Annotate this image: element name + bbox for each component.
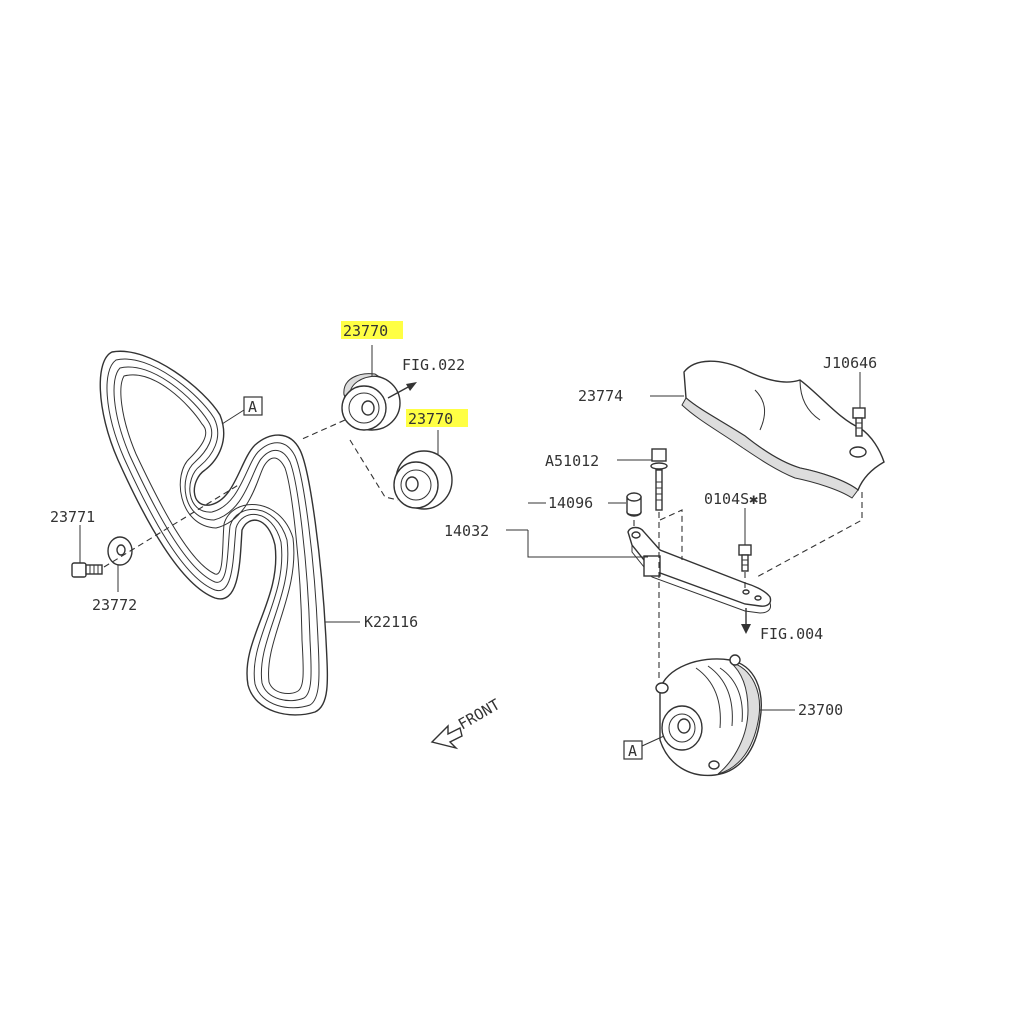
label-23770-bottom[interactable]: 23770 bbox=[408, 410, 453, 428]
label-14096[interactable]: 14096 bbox=[548, 494, 593, 512]
bolt-23771[interactable] bbox=[71, 562, 103, 578]
idler-pulley-lower[interactable] bbox=[393, 450, 453, 510]
label-23772[interactable]: 23772 bbox=[92, 596, 137, 614]
label-j10646[interactable]: J10646 bbox=[823, 354, 877, 372]
label-14032[interactable]: 14032 bbox=[444, 522, 489, 540]
label-front: FRONT bbox=[455, 695, 503, 733]
highlight-23770-top bbox=[341, 321, 403, 339]
reference-a-bottom-label: A bbox=[628, 742, 637, 760]
front-direction-arrow: FRONT bbox=[430, 695, 503, 750]
label-23770-top[interactable]: 23770 bbox=[343, 322, 388, 340]
washer-23772[interactable] bbox=[107, 536, 133, 566]
idler-pulley-upper[interactable] bbox=[341, 373, 401, 431]
belt-cover-23774[interactable] bbox=[681, 360, 885, 499]
serpentine-belt[interactable] bbox=[99, 350, 329, 716]
reference-a-top-label: A bbox=[248, 398, 257, 416]
reference-a-bottom: A bbox=[623, 735, 665, 760]
label-0104sb[interactable]: 0104S✱B bbox=[704, 490, 767, 508]
alternator-23700[interactable] bbox=[655, 654, 762, 777]
label-23771[interactable]: 23771 bbox=[50, 508, 95, 526]
label-23774[interactable]: 23774 bbox=[578, 387, 623, 405]
label-a51012[interactable]: A51012 bbox=[545, 452, 599, 470]
label-k22116[interactable]: K22116 bbox=[364, 613, 418, 631]
highlight-23770-bottom bbox=[406, 409, 468, 427]
label-23700[interactable]: 23700 bbox=[798, 701, 843, 719]
bracket-14032[interactable] bbox=[627, 526, 772, 614]
label-fig-022[interactable]: FIG.022 bbox=[402, 356, 465, 374]
bolt-j10646[interactable] bbox=[852, 407, 866, 437]
bolt-0104sb[interactable] bbox=[738, 544, 752, 572]
bolt-a51012[interactable] bbox=[650, 448, 668, 511]
spacer-14096[interactable] bbox=[626, 492, 642, 517]
label-fig-004[interactable]: FIG.004 bbox=[760, 625, 823, 643]
reference-a-top: A bbox=[221, 396, 263, 425]
